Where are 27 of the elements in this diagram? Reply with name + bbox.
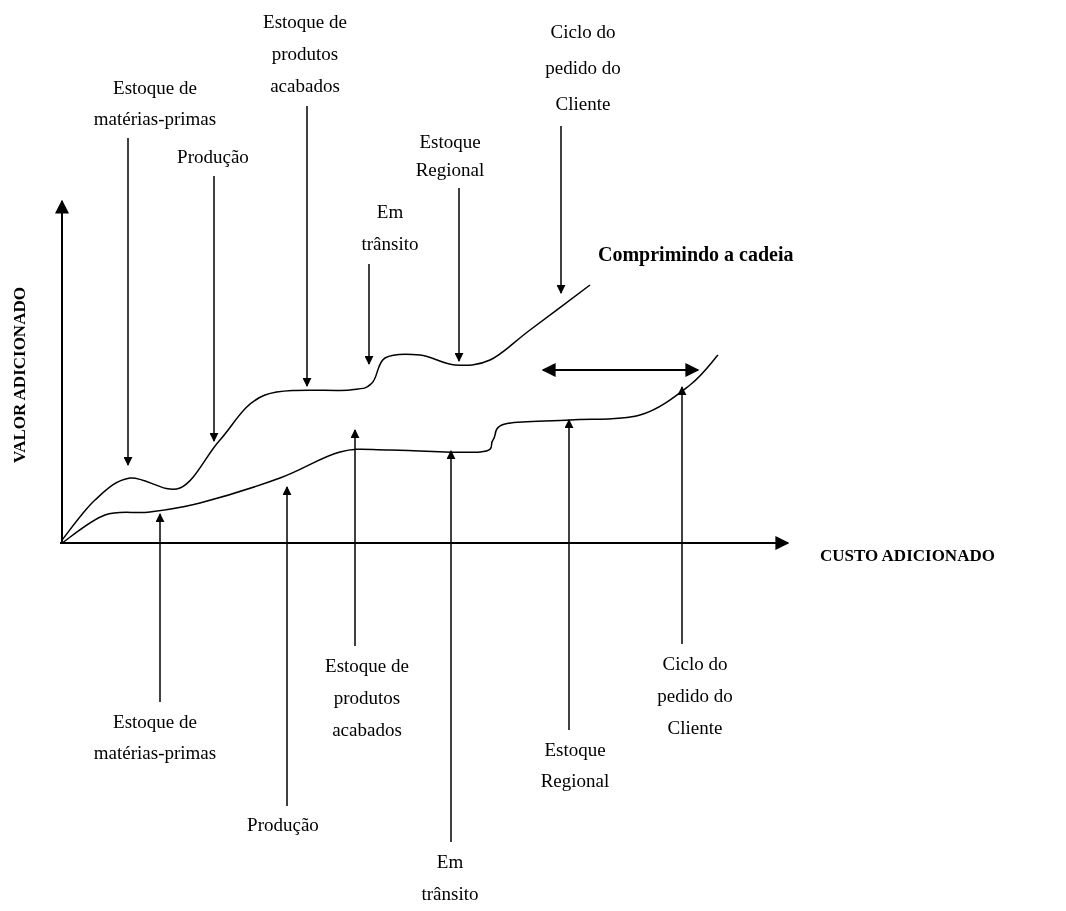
annotation: Comprimindo a cadeia [598,243,794,266]
leader-label: Estoque de matérias-primas [85,706,225,768]
leader-label: Produção [158,142,268,172]
leader-label: Estoque Regional [400,128,500,184]
leader-label: Produção [228,810,338,840]
leader-label: Estoque de produtos acabados [307,650,427,746]
leader-label: Estoque de matérias-primas [85,72,225,134]
arrow [155,513,165,703]
leader-label: Em trânsito [355,196,425,260]
arrow [302,105,312,387]
arrow [282,486,292,807]
arrow [454,187,464,362]
arrow [677,386,687,645]
arrow [446,450,456,843]
arrow [364,263,374,365]
leader-label: Em trânsito [415,846,485,910]
arrow [564,419,574,731]
arrow [123,137,133,466]
leader-label: Estoque Regional [525,734,625,796]
leader-label: Ciclo do pedido do Cliente [533,14,633,122]
arrow [209,175,219,442]
leader-label: Ciclo do pedido do Cliente [645,648,745,744]
leader-label: Estoque de produtos acabados [245,6,365,102]
axis-title: VALOR ADICIONADO [10,287,30,463]
arrow [350,429,360,647]
arrow [556,125,566,294]
axis-title: CUSTO ADICIONADO [820,546,995,566]
